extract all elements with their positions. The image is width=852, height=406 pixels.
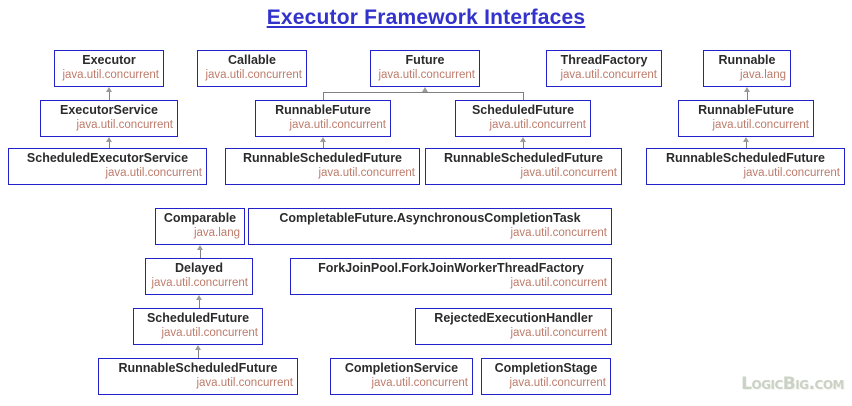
class-name: RunnableFuture	[275, 103, 371, 117]
package-name: java.util.concurrent	[205, 69, 302, 81]
package-name: java.util.concurrent	[510, 327, 607, 339]
class-name: RunnableScheduledFuture	[665, 151, 826, 165]
edge-line	[747, 91, 748, 100]
class-name: Future	[405, 53, 445, 67]
class-name: ScheduledFuture	[471, 103, 575, 117]
class-box-executor[interactable]: Executor java.util.concurrent	[54, 50, 164, 87]
class-box-rsf-3[interactable]: RunnableScheduledFuture java.util.concurr…	[646, 148, 845, 185]
package-name: java.util.concurrent	[161, 327, 258, 339]
edge-line	[109, 141, 110, 148]
class-name: ThreadFactory	[560, 53, 648, 67]
edge-line	[109, 91, 110, 100]
class-box-scheduledfuture2[interactable]: ScheduledFuture java.util.concurrent	[133, 308, 263, 345]
class-name: Executor	[82, 53, 136, 67]
edge-line	[523, 92, 524, 100]
class-name: Comparable	[163, 211, 237, 225]
class-name: CompletionStage	[494, 361, 598, 375]
class-box-threadfactory[interactable]: ThreadFactory java.util.concurrent	[546, 50, 662, 87]
class-box-forkjoinpool[interactable]: ForkJoinPool.ForkJoinWorkerThreadFactory…	[290, 258, 612, 295]
class-box-rejectedexec[interactable]: RejectedExecutionHandler java.util.concur…	[415, 308, 612, 345]
class-name: ForkJoinPool.ForkJoinWorkerThreadFactory	[318, 261, 584, 275]
package-name: java.util.concurrent	[371, 377, 468, 389]
package-name: java.util.concurrent	[76, 119, 173, 131]
edge-line	[323, 141, 324, 148]
package-name: java.util.concurrent	[743, 167, 840, 179]
package-name: java.util.concurrent	[105, 167, 202, 179]
inheritance-arrow-icon	[422, 87, 428, 92]
class-name: RejectedExecutionHandler	[434, 311, 593, 325]
class-box-sched-exec-service[interactable]: ScheduledExecutorService java.util.concur…	[8, 148, 207, 185]
class-name: CompletionService	[344, 361, 459, 375]
class-name: ExecutorService	[60, 103, 158, 117]
class-box-runnable[interactable]: Runnable java.lang	[703, 50, 791, 87]
class-box-callable[interactable]: Callable java.util.concurrent	[197, 50, 307, 87]
edge-line	[746, 141, 747, 148]
class-name: ScheduledFuture	[146, 311, 250, 325]
class-box-comparable[interactable]: Comparable java.lang	[155, 208, 245, 245]
package-name: java.lang	[193, 227, 240, 239]
inheritance-arrow-icon	[106, 137, 112, 142]
class-name: Delayed	[175, 261, 223, 275]
package-name: java.util.concurrent	[509, 377, 606, 389]
package-name: java.util.concurrent	[489, 119, 586, 131]
class-name: Callable	[228, 53, 276, 67]
class-box-delayed[interactable]: Delayed java.util.concurrent	[145, 258, 253, 295]
class-name: Runnable	[718, 53, 776, 67]
package-name: java.util.concurrent	[62, 69, 159, 81]
package-name: java.util.concurrent	[560, 69, 657, 81]
package-name: java.util.concurrent	[196, 377, 293, 389]
package-name: java.util.concurrent	[712, 119, 809, 131]
inheritance-arrow-icon	[743, 137, 749, 142]
package-name: java.util.concurrent	[289, 119, 386, 131]
package-name: java.util.concurrent	[318, 167, 415, 179]
class-name: RunnableScheduledFuture	[242, 151, 403, 165]
inheritance-arrow-icon	[196, 295, 202, 300]
edge-line	[523, 141, 524, 148]
class-box-runnablefuture2[interactable]: RunnableFuture java.util.concurrent	[678, 100, 814, 137]
inheritance-arrow-icon	[197, 245, 203, 250]
edge-line	[200, 249, 201, 258]
package-name: java.util.concurrent	[510, 277, 607, 289]
class-box-completionservice[interactable]: CompletionService java.util.concurrent	[330, 358, 473, 395]
class-box-completablefuture[interactable]: CompletableFuture.AsynchronousCompletion…	[248, 208, 612, 245]
class-box-rsf-1[interactable]: RunnableScheduledFuture java.util.concurr…	[225, 148, 420, 185]
class-name: ScheduledExecutorService	[26, 151, 189, 165]
edge-line	[198, 349, 199, 358]
class-name: RunnableScheduledFuture	[118, 361, 278, 375]
class-box-rsf-2[interactable]: RunnableScheduledFuture java.util.concurr…	[425, 148, 622, 185]
package-name: java.util.concurrent	[151, 277, 248, 289]
inheritance-arrow-icon	[320, 137, 326, 142]
package-name: java.util.concurrent	[510, 227, 607, 239]
inheritance-arrow-icon	[195, 345, 201, 350]
class-box-runnablefuture1[interactable]: RunnableFuture java.util.concurrent	[255, 100, 391, 137]
package-name: java.lang	[739, 69, 786, 81]
class-box-rsf-4[interactable]: RunnableScheduledFuture java.util.concurr…	[98, 358, 298, 395]
edge-line	[199, 299, 200, 308]
class-name: RunnableFuture	[698, 103, 794, 117]
class-box-executorservice[interactable]: ExecutorService java.util.concurrent	[40, 100, 178, 137]
inheritance-arrow-icon	[106, 87, 112, 92]
class-name: CompletableFuture.AsynchronousCompletion…	[279, 211, 581, 225]
inheritance-arrow-icon	[520, 137, 526, 142]
class-box-scheduledfuture1[interactable]: ScheduledFuture java.util.concurrent	[455, 100, 591, 137]
package-name: java.util.concurrent	[378, 69, 475, 81]
logicbig-watermark: LogicBig.com	[741, 374, 844, 394]
package-name: java.util.concurrent	[520, 167, 617, 179]
edge-line	[323, 92, 324, 100]
edge-branch-bar	[323, 92, 523, 93]
inheritance-arrow-icon	[744, 87, 750, 92]
class-box-future[interactable]: Future java.util.concurrent	[370, 50, 480, 87]
class-box-completionstage[interactable]: CompletionStage java.util.concurrent	[481, 358, 611, 395]
page-title: Executor Framework Interfaces	[266, 6, 586, 29]
class-name: RunnableScheduledFuture	[443, 151, 604, 165]
